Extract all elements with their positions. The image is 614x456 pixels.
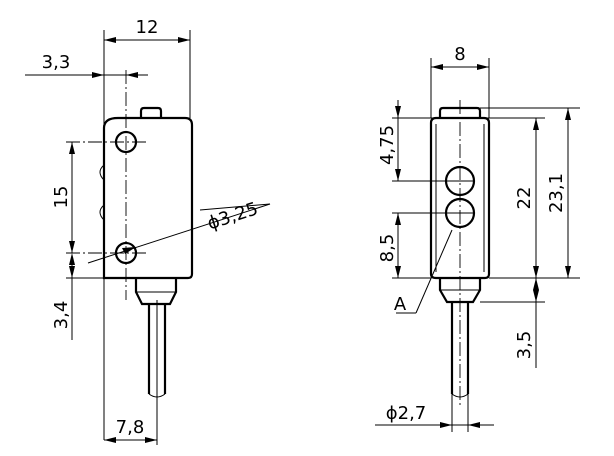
dim-hole-spacing-15: 15 — [51, 186, 72, 209]
dim-width-12: 12 — [136, 17, 159, 38]
detail-label-a: A — [394, 294, 407, 315]
dim-cable-diameter: ϕ2,7 — [386, 403, 427, 424]
side-left-bumps — [99, 164, 105, 221]
side-connector — [134, 278, 178, 306]
dim-height-22: 22 — [514, 187, 535, 210]
dim-bottom-offset-3-4: 3,4 — [51, 301, 72, 330]
dim-hole-offset-3-3: 3,3 — [42, 52, 71, 73]
dim-height-23-1: 23,1 — [546, 173, 567, 213]
dim-hole-diameter: ϕ3,25 — [205, 198, 261, 234]
dim-lower-8-5: 8,5 — [377, 234, 398, 263]
front-housing-outline — [429, 116, 491, 280]
side-housing-outline — [102, 116, 194, 280]
front-connector — [438, 278, 482, 304]
dim-cable-offset-7-8: 7,8 — [116, 417, 145, 438]
dim-width-8: 8 — [454, 44, 465, 65]
front-view: 8 4,75 8,5 22 23,1 3,5 — [375, 44, 580, 432]
side-view: 12 3,3 15 ϕ3,25 3,4 7,8 — [25, 17, 271, 445]
dim-cable-3-5: 3,5 — [514, 331, 535, 360]
dim-upper-4-75: 4,75 — [377, 125, 398, 165]
side-top-lug — [139, 106, 163, 118]
